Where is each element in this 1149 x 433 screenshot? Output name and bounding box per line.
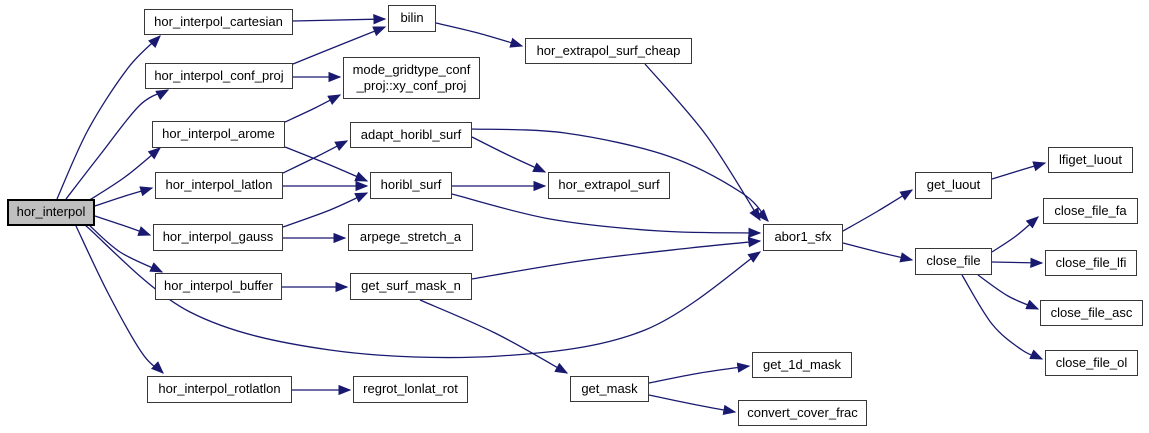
edge-abor1_sfx--close_file (842, 242, 914, 263)
node-label: close_file_fa (1054, 202, 1127, 218)
node-get_luout[interactable]: get_luout (915, 172, 992, 199)
edge-hor_interpol_conf_proj--bilin (292, 26, 387, 65)
node-close_file_fa[interactable]: close_file_fa (1043, 198, 1138, 224)
node-hor_interpol_gauss[interactable]: hor_interpol_gauss (153, 224, 283, 251)
node-hor_extrapol_surf_cheap[interactable]: hor_extrapol_surf_cheap (525, 38, 692, 64)
node-label: abor1_sfx (774, 229, 832, 245)
node-label: close_file_lfi (1055, 254, 1127, 270)
edge-close_file--close_file_asc (977, 274, 1040, 310)
edge-horibl_surf--abor1_sfx (451, 193, 762, 238)
node-arpege_stretch_a[interactable]: arpege_stretch_a (348, 224, 473, 251)
node-hor_extrapol_surf[interactable]: hor_extrapol_surf (548, 172, 670, 199)
node-get_surf_mask_n[interactable]: get_surf_mask_n (350, 273, 472, 300)
node-label: get_surf_mask_n (361, 278, 461, 294)
node-label: hor_interpol_buffer (164, 278, 273, 294)
node-close_file[interactable]: close_file (915, 248, 992, 275)
edge-hor_interpol_latlon--adapt_horibl_surf (282, 140, 349, 174)
node-hor_interpol_latlon[interactable]: hor_interpol_latlon (155, 172, 283, 199)
node-mode_gridtype_conf_proj[interactable]: mode_gridtype_conf_proj::xy_conf_proj (343, 57, 480, 99)
node-regrot_lonlat_rot[interactable]: regrot_lonlat_rot (353, 376, 468, 403)
node-label: adapt_horibl_surf (360, 126, 462, 142)
edge-hor_interpol--hor_interpol_latlon (94, 186, 154, 207)
node-label: _proj::xy_conf_proj (356, 78, 467, 93)
edge-bilin--hor_extrapol_surf_cheap (435, 22, 524, 48)
node-get_1d_mask[interactable]: get_1d_mask (752, 352, 852, 378)
edge-close_file--close_file_fa (991, 216, 1039, 253)
edge-adapt_horibl_surf--abor1_sfx (471, 128, 769, 222)
edge-abor1_sfx--get_luout (842, 189, 914, 232)
edge-hor_interpol_cartesian--bilin (292, 14, 387, 25)
edge-hor_interpol--hor_interpol_cartesian (56, 35, 161, 200)
node-label: get_1d_mask (762, 356, 842, 372)
node-label: hor_interpol (16, 204, 86, 220)
node-label: close_file_asc (1050, 304, 1133, 320)
edge-hor_interpol--hor_interpol_conf_proj (65, 89, 170, 200)
node-label: close_file (926, 253, 981, 269)
node-label: bilin (400, 10, 424, 26)
node-lfiget_luout[interactable]: lfiget_luout (1048, 147, 1133, 173)
edge-get_surf_mask_n--abor1_sfx (471, 236, 762, 280)
edge-close_file--close_file_lfi (991, 257, 1044, 268)
edge-hor_interpol_arome--horibl_surf (284, 146, 369, 182)
edge-hor_interpol_arome--mode_gridtype_conf_proj (284, 94, 342, 123)
node-close_file_ol[interactable]: close_file_ol (1045, 350, 1138, 376)
node-horibl_surf[interactable]: horibl_surf (370, 172, 452, 199)
node-label: convert_cover_frac (747, 404, 858, 420)
node-label: arpege_stretch_a (359, 229, 462, 245)
node-adapt_horibl_surf[interactable]: adapt_horibl_surf (350, 122, 472, 148)
edge-hor_extrapol_surf_cheap--abor1_sfx (644, 63, 761, 222)
node-hor_interpol_rotlatlon[interactable]: hor_interpol_rotlatlon (147, 376, 292, 403)
edge-hor_interpol--hor_interpol_rotlatlon (75, 225, 164, 374)
edge-hor_interpol--abor1_sfx (84, 224, 762, 359)
edge-get_mask--get_1d_mask (648, 362, 751, 384)
node-label: regrot_lonlat_rot (363, 381, 458, 397)
node-hor_interpol_conf_proj[interactable]: hor_interpol_conf_proj (145, 63, 293, 89)
node-label: hor_extrapol_surf (558, 177, 660, 193)
edge-adapt_horibl_surf--hor_extrapol_surf (471, 136, 547, 173)
node-label: hor_interpol_arome (162, 126, 275, 142)
node-close_file_asc[interactable]: close_file_asc (1040, 300, 1143, 326)
node-hor_interpol_arome[interactable]: hor_interpol_arome (152, 121, 285, 148)
node-close_file_lfi[interactable]: close_file_lfi (1045, 250, 1137, 276)
node-label: hor_interpol_latlon (165, 177, 273, 193)
edge-hor_interpol--hor_interpol_arome (87, 147, 162, 202)
node-label: hor_interpol_conf_proj (154, 67, 284, 83)
node-label: horibl_surf (380, 177, 442, 193)
node-label: hor_extrapol_surf_cheap (536, 42, 681, 58)
node-hor_interpol_buffer[interactable]: hor_interpol_buffer (155, 273, 282, 300)
node-label: mode_gridtype_conf (352, 61, 471, 77)
edge-close_file--close_file_ol (961, 274, 1044, 360)
node-label: hor_interpol_rotlatlon (158, 381, 281, 397)
node-label: get_mask (581, 380, 638, 396)
node-abor1_sfx[interactable]: abor1_sfx (763, 224, 843, 251)
node-convert_cover_frac[interactable]: convert_cover_frac (738, 400, 867, 426)
edge-hor_interpol--hor_interpol_buffer (87, 223, 164, 273)
node-label: close_file_ol (1055, 354, 1128, 370)
node-label: get_luout (926, 177, 981, 193)
node-get_mask[interactable]: get_mask (570, 376, 649, 402)
node-label: hor_interpol_cartesian (154, 13, 283, 29)
edge-hor_interpol--hor_interpol_gauss (94, 215, 152, 236)
node-label: lfiget_luout (1059, 151, 1122, 167)
node-label: hor_interpol_gauss (162, 229, 274, 245)
edge-get_surf_mask_n--get_mask (419, 299, 569, 374)
node-bilin[interactable]: bilin (388, 5, 436, 32)
node-hor_interpol: hor_interpol (7, 199, 95, 226)
node-hor_interpol_cartesian[interactable]: hor_interpol_cartesian (144, 9, 293, 35)
edge-get_mask--convert_cover_frac (648, 394, 737, 415)
edge-hor_interpol_gauss--horibl_surf (282, 192, 369, 228)
edge-get_luout--lfiget_luout (991, 161, 1047, 180)
